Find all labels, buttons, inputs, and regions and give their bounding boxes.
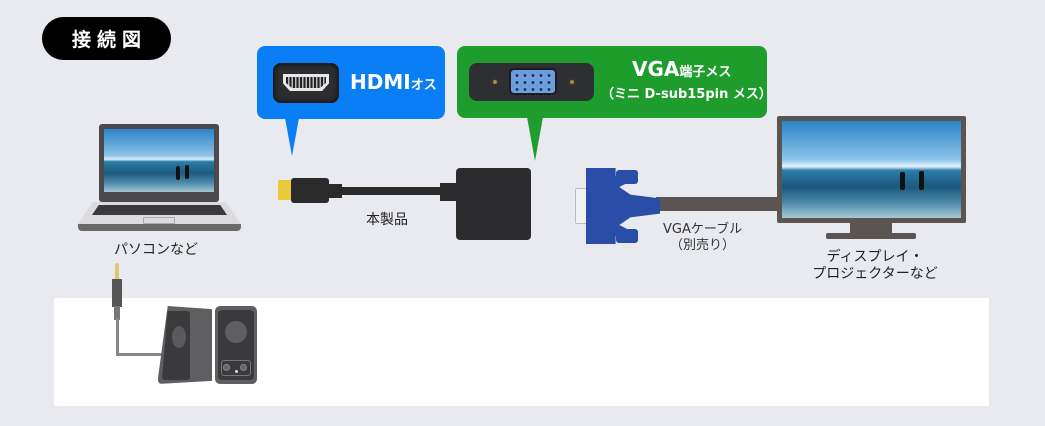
hdmi-plug-neck — [328, 184, 342, 198]
vga-label-small: 端子メス — [679, 65, 732, 80]
laptop-keyboard — [92, 205, 227, 215]
speaker-control-panel — [221, 360, 251, 376]
hdmi-label-small: オス — [410, 78, 437, 93]
product-label: 本製品 — [366, 212, 408, 228]
vga-cable-label: VGAケーブル （別売り） — [663, 222, 742, 254]
hdmi-plug-tip — [278, 180, 292, 200]
screw-icon — [491, 78, 499, 86]
pc-label: パソコンなど — [114, 242, 198, 258]
hdmi-port-pins — [286, 77, 326, 88]
product-cable — [340, 187, 440, 195]
audio-cable — [116, 318, 119, 355]
dsub-socket-icon — [509, 68, 557, 95]
screw-icon — [568, 78, 576, 86]
vga-callout-sublabel: （ミニ D-sub15pin メス） — [601, 87, 772, 102]
knob-icon — [240, 364, 247, 371]
adapter-strain-relief — [440, 183, 458, 201]
hdmi-vga-adapter-icon — [456, 168, 531, 240]
audio-jack-body — [112, 279, 122, 307]
monitor-stand — [826, 233, 916, 239]
hdmi-callout-pointer — [285, 118, 299, 156]
vga-callout-pointer — [527, 117, 543, 161]
surfer-silhouette — [919, 171, 924, 190]
surfer-silhouette — [900, 172, 905, 190]
display-label-line1: ディスプレイ・ — [826, 249, 924, 265]
laptop-screen-image — [104, 129, 214, 192]
hdmi-plug-icon — [291, 178, 329, 203]
speaker-cone — [225, 321, 247, 343]
vga-cable-label-line1: VGAケーブル — [663, 222, 743, 237]
vga-callout-title: VGA端子メス — [632, 57, 731, 81]
vga-cable-icon — [656, 197, 780, 211]
display-label-line2: プロジェクターなど — [812, 266, 938, 282]
audio-jack-neck — [114, 306, 120, 320]
laptop-touchpad — [143, 217, 175, 224]
hdmi-callout-label: HDMIオス — [350, 70, 437, 94]
surfer-silhouette — [176, 166, 180, 180]
diagram-title: 接続図 — [42, 17, 171, 60]
laptop-bottom-edge — [78, 224, 241, 231]
vga-thumbscrew-top — [616, 170, 638, 184]
monitor-neck — [850, 223, 892, 235]
vga-thumbscrew-bottom — [616, 229, 638, 243]
monitor-screen-image — [782, 121, 961, 218]
audio-cable — [116, 353, 164, 356]
led-icon — [235, 370, 238, 373]
vga-cable-label-line2: （別売り） — [670, 238, 736, 253]
hdmi-label-main: HDMI — [350, 70, 411, 94]
display-label: ディスプレイ・ プロジェクターなど — [780, 249, 970, 283]
speaker-cone — [172, 326, 186, 348]
vga-label-main: VGA — [632, 57, 680, 81]
audio-jack-icon — [115, 263, 119, 279]
knob-icon — [223, 364, 230, 371]
surfer-silhouette — [185, 165, 189, 179]
